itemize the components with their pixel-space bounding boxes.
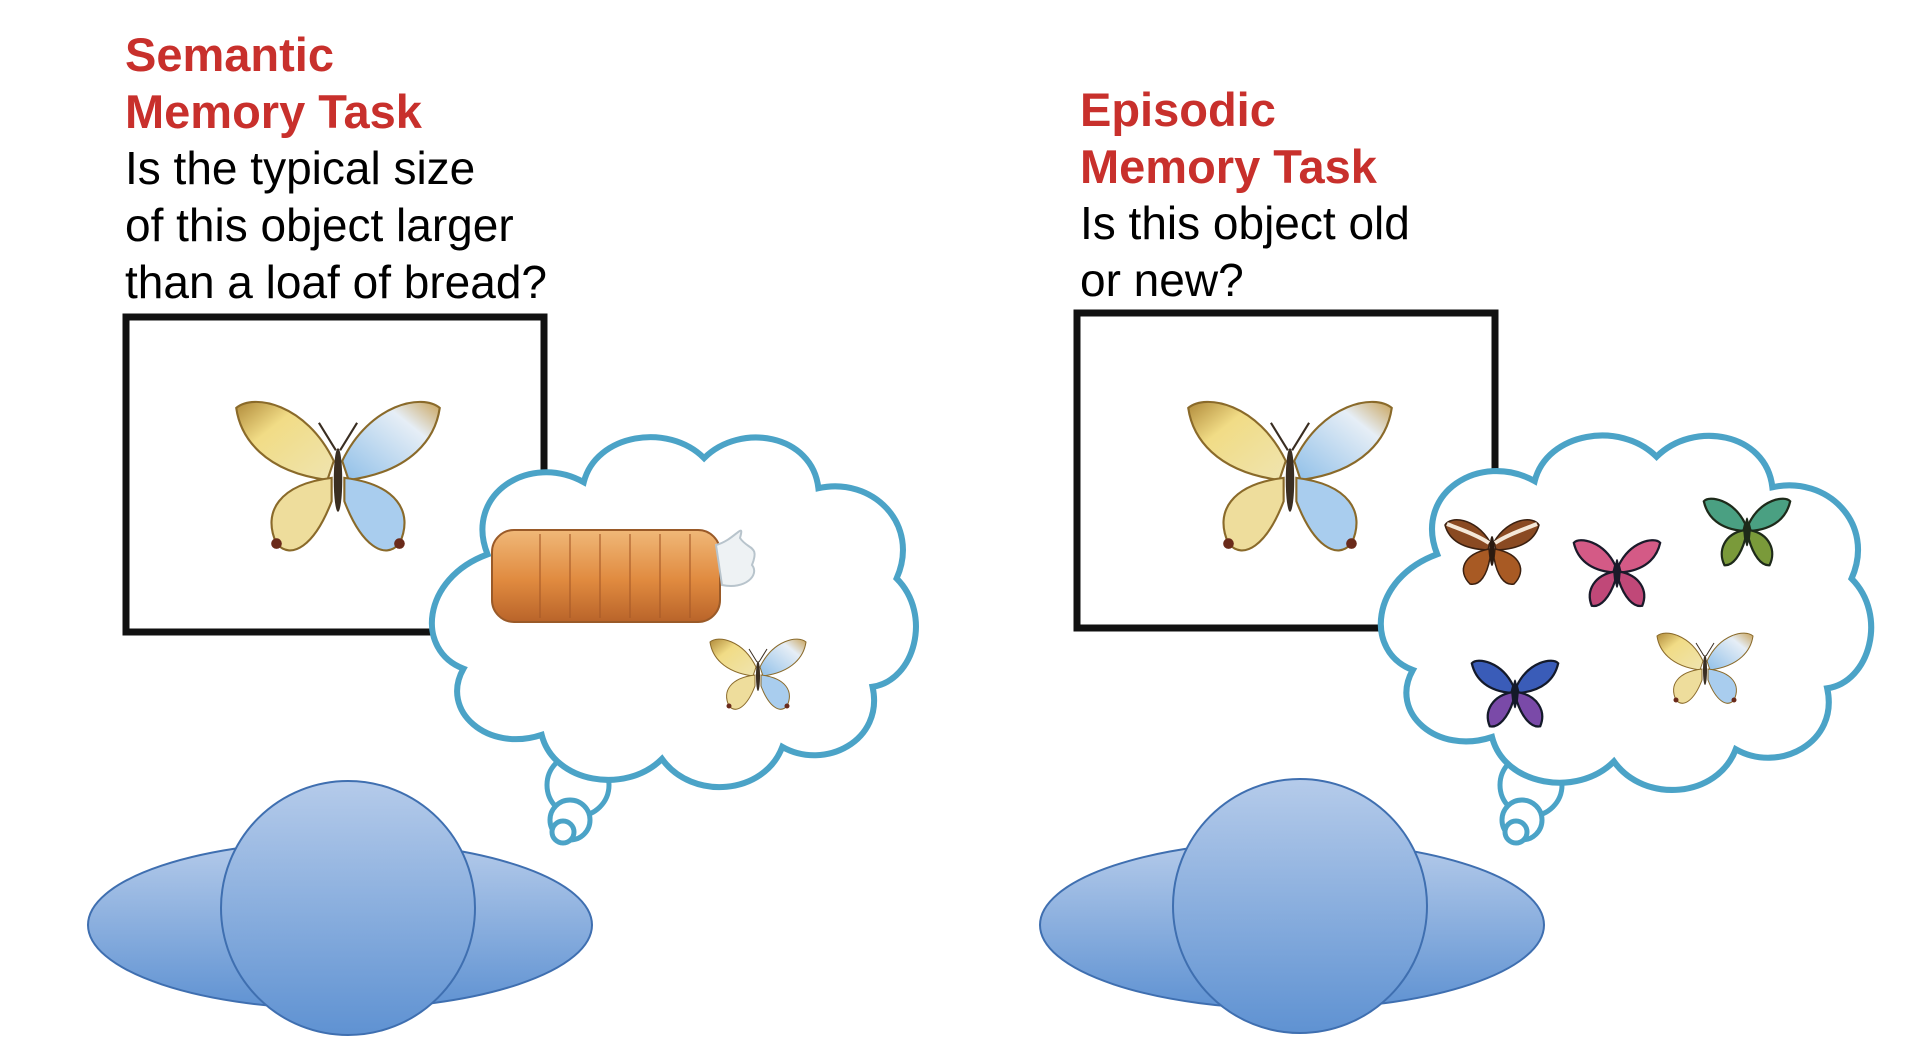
episodic-thought-bubble-small	[1502, 818, 1530, 846]
episodic-panel	[1039, 309, 1871, 1034]
semantic-title-line1: Semantic	[125, 28, 334, 81]
semantic-question-line2: of this object larger	[125, 199, 514, 251]
episodic-question-line2: or new?	[1080, 254, 1244, 306]
semantic-person-head	[220, 780, 476, 1036]
semantic-title-line2: Memory Task	[125, 85, 422, 138]
episodic-question-line1: Is this object old	[1080, 197, 1410, 249]
semantic-panel	[87, 313, 916, 1036]
semantic-thought-bubble-small	[549, 818, 577, 846]
episodic-heading: Episodic Memory Task Is this object old …	[1080, 81, 1410, 309]
semantic-heading: Semantic Memory Task Is the typical size…	[125, 26, 547, 311]
semantic-question-line1: Is the typical size	[125, 142, 476, 194]
bread-loaf-image	[491, 529, 756, 623]
episodic-title-line2: Memory Task	[1080, 140, 1377, 193]
semantic-question-line3: than a loaf of bread?	[125, 256, 547, 308]
episodic-title-line1: Episodic	[1080, 83, 1276, 136]
episodic-thought-cloud	[1381, 435, 1871, 789]
episodic-person-head	[1172, 778, 1428, 1034]
